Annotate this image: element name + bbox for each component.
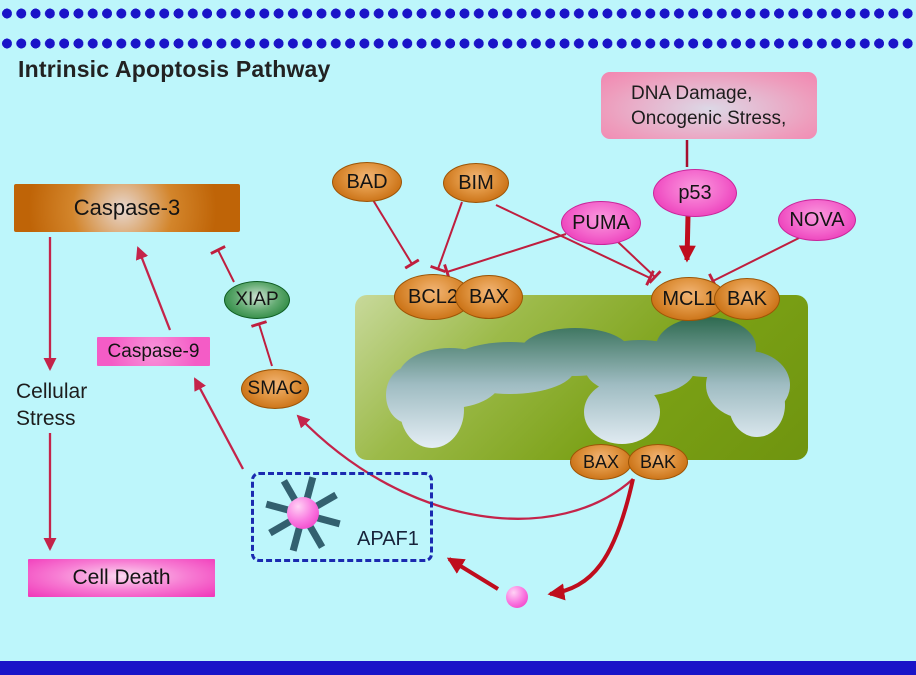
membrane-dots-row-2 bbox=[0, 38, 916, 49]
node-bak-bottom: BAK bbox=[628, 444, 688, 480]
cellular-stress-line-1: Cellular bbox=[16, 380, 88, 403]
cellular-stress-line-2: Stress bbox=[16, 407, 76, 430]
cellular-stress-label: Cellular Stress bbox=[16, 378, 87, 432]
stimulus-box: DNA Damage, Oncogenic Stress, bbox=[601, 72, 817, 139]
node-caspase-3: Caspase-3 bbox=[14, 184, 240, 232]
node-bax-top: BAX bbox=[455, 275, 523, 319]
membrane-dots-row-1 bbox=[0, 8, 916, 19]
node-bax-bottom: BAX bbox=[570, 444, 632, 480]
cytochrome-c-sphere bbox=[506, 586, 528, 608]
page-title: Intrinsic Apoptosis Pathway bbox=[18, 56, 331, 82]
node-puma: PUMA bbox=[561, 201, 641, 245]
node-nova: NOVA bbox=[778, 199, 856, 241]
node-bak-top: BAK bbox=[714, 278, 780, 320]
cristae-shape bbox=[386, 317, 790, 448]
node-caspase-9: Caspase-9 bbox=[97, 337, 210, 366]
node-apaf1: APAF1 bbox=[357, 528, 419, 550]
node-smac: SMAC bbox=[241, 369, 309, 409]
stimulus-line-1: DNA Damage, bbox=[631, 82, 753, 104]
node-bim: BIM bbox=[443, 163, 509, 203]
node-cell-death: Cell Death bbox=[28, 559, 215, 597]
apoptosome-dashed-box bbox=[251, 472, 433, 562]
node-bad: BAD bbox=[332, 162, 402, 202]
node-p53: p53 bbox=[653, 169, 737, 217]
apoptosome-core-sphere bbox=[287, 497, 319, 529]
node-xiap: XIAP bbox=[224, 281, 290, 319]
bottom-membrane-bar bbox=[0, 661, 916, 675]
stimulus-line-2: Oncogenic Stress, bbox=[631, 107, 787, 129]
